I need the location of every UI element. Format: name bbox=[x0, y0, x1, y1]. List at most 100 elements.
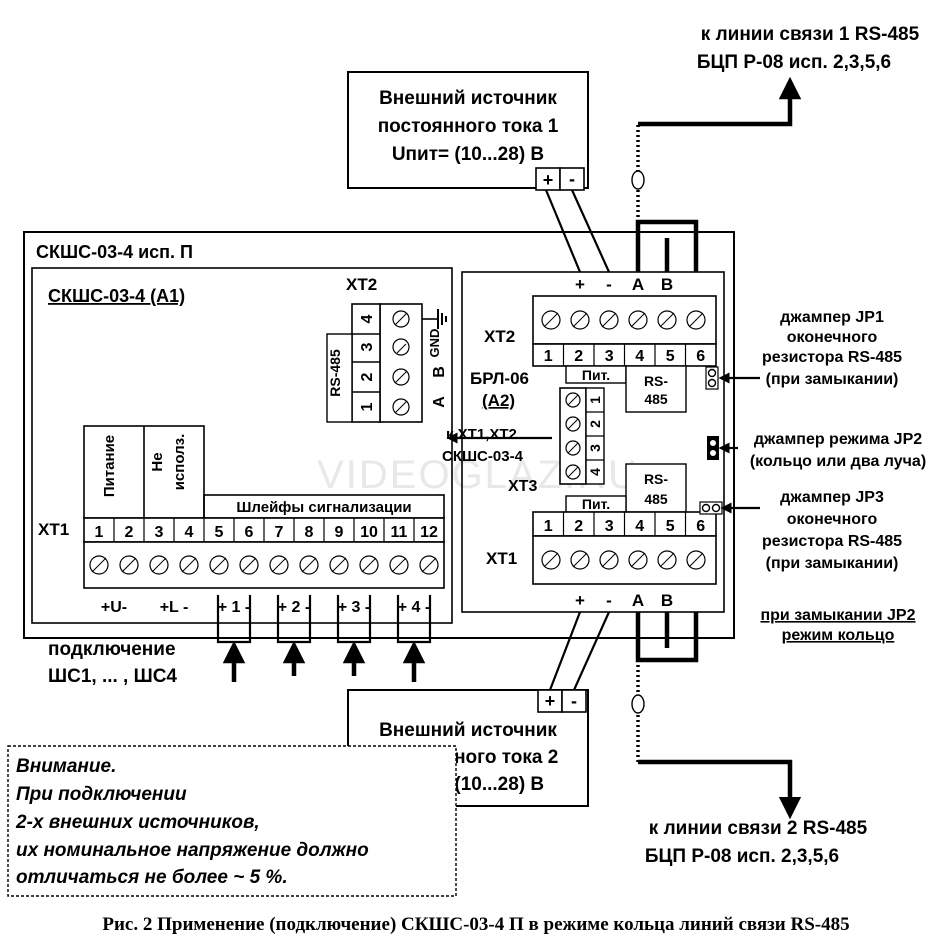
brl-xt1-pol-plus: + bbox=[575, 591, 585, 610]
a1-title: СКШС-03-4 (А1) bbox=[48, 286, 185, 306]
a1-xt2-screws bbox=[392, 310, 410, 416]
rs485-line1 bbox=[631, 76, 802, 272]
warning-l3: 2-х внешних источников, bbox=[15, 812, 260, 833]
jp2-l2: (кольцо или два луча) bbox=[750, 453, 926, 470]
brl-xt1-pol-b: B bbox=[661, 591, 673, 610]
jp2-note-l2: режим кольцо bbox=[782, 627, 895, 644]
psu1-plus: + bbox=[543, 170, 554, 190]
a1-xt1-num-2: 2 bbox=[125, 524, 134, 541]
psu2-l1: Внешний источник bbox=[379, 720, 557, 741]
jp1-l4: (при замыкании) bbox=[766, 371, 899, 388]
a1-xt1-bottom-pl: +L - bbox=[160, 599, 189, 616]
brl-xt1-rs2: 485 bbox=[644, 491, 668, 507]
brl-xt2-rs1: RS- bbox=[644, 373, 668, 389]
brl-xt1-screws bbox=[541, 550, 706, 570]
brl-xt1-num-4: 4 bbox=[635, 518, 644, 535]
jp3-l4: (при замыкании) bbox=[766, 555, 899, 572]
a1-xt1-num-1: 1 bbox=[95, 524, 104, 541]
psu1-l1: Внешний источник bbox=[379, 88, 557, 109]
a1-xt1-screws bbox=[89, 555, 439, 575]
a1-xt1-num-11: 11 bbox=[391, 524, 408, 541]
line2-l1: к линии связи 2 RS-485 bbox=[649, 818, 868, 839]
a1-xt1-shleify: Шлейфы сигнализации bbox=[236, 499, 411, 516]
brl-xt2-pol-b: B bbox=[661, 275, 673, 294]
jumper-jp3 bbox=[699, 501, 723, 515]
psu1-minus: - bbox=[569, 169, 575, 189]
jp2-note-l1: при замыкании JP2 bbox=[760, 607, 915, 624]
a1-module bbox=[31, 267, 453, 624]
a1-xt1-num-4: 4 bbox=[185, 524, 194, 541]
brl-xt1-num-5: 5 bbox=[666, 518, 675, 535]
jp3-l1: джампер JP3 bbox=[780, 489, 884, 506]
a1-xt1-block bbox=[83, 541, 445, 589]
a1-xt1-ne1: Не bbox=[149, 452, 166, 471]
warning-l1: Внимание. bbox=[16, 756, 116, 777]
a1-xt1-num-5: 5 bbox=[215, 524, 224, 541]
a1-xt1-num-3: 3 bbox=[155, 524, 164, 541]
a1-xt1-bottom-shs3: + 3 - bbox=[338, 599, 370, 616]
brl-xt1-num-6: 6 bbox=[696, 518, 705, 535]
warning-l5: отличаться не более ~ 5 %. bbox=[16, 867, 288, 888]
psu2-minus: - bbox=[571, 691, 577, 711]
brl-xt2-pit: Пит. bbox=[582, 367, 610, 383]
brl-to1: к XT1,XT2 bbox=[446, 426, 517, 443]
a1-xt1-num-10: 10 bbox=[360, 524, 378, 541]
a1-xt1-ne2: исполз. bbox=[171, 434, 188, 491]
brl-xt1-pol-minus: - bbox=[606, 591, 612, 610]
brl-xt2-num-4: 4 bbox=[635, 348, 644, 365]
brl-xt2-pol-plus: + bbox=[575, 275, 585, 294]
jp3-l2: оконечного bbox=[787, 511, 878, 528]
warning-l4: их номинальное напряжение должно bbox=[16, 840, 369, 861]
a1-xt2-rs485-box bbox=[326, 333, 353, 423]
a1-xt2-a: A bbox=[431, 396, 448, 408]
brl-xt3-label: XT3 bbox=[508, 478, 537, 495]
brl-module bbox=[461, 271, 725, 613]
jp1-l2: оконечного bbox=[787, 329, 878, 346]
a1-xt2-label: XT2 bbox=[346, 275, 377, 294]
brl-xt2-rs-box bbox=[625, 365, 687, 413]
brl-xt2-pol-a: A bbox=[632, 275, 644, 294]
warning-l2: При подключении bbox=[16, 784, 187, 805]
outer-title: СКШС-03-4 исп. П bbox=[36, 242, 193, 262]
a1-xt2-num-2: 2 bbox=[359, 372, 376, 381]
brl-sub: (А2) bbox=[482, 391, 515, 410]
a1-xt1-bottom-pu: +U- bbox=[101, 599, 127, 616]
brl-xt2-screws bbox=[541, 310, 706, 330]
brl-xt3-num-4: 4 bbox=[587, 468, 603, 476]
a1-xt1-bottom-shs2: + 2 - bbox=[278, 599, 310, 616]
psu1-l2: постоянного тока 1 bbox=[378, 116, 559, 137]
a1-xt1-num-8: 8 bbox=[305, 524, 314, 541]
brl-xt3-num-1: 1 bbox=[587, 396, 603, 404]
brl-xt3-screws bbox=[565, 392, 581, 480]
psu1-wires bbox=[544, 189, 611, 273]
jp1-l3: резистора RS-485 bbox=[762, 349, 902, 366]
brl-xt1-block bbox=[532, 535, 717, 585]
a1-xt2-b: B bbox=[431, 366, 448, 378]
a1-xt1-num-9: 9 bbox=[335, 524, 344, 541]
brl-xt1-rs1: RS- bbox=[644, 471, 668, 487]
brl-xt2-num-1: 1 bbox=[544, 348, 553, 365]
brl-xt2-label: XT2 bbox=[484, 327, 515, 346]
brl-xt2-num-6: 6 bbox=[696, 348, 705, 365]
brl-xt2-num-5: 5 bbox=[666, 348, 675, 365]
a1-xt1-bottom-shs1: + 1 - bbox=[218, 599, 250, 616]
brl-xt3-num-2: 2 bbox=[587, 420, 603, 428]
brl-xt1-label: XT1 bbox=[486, 549, 517, 568]
shs-label-1: подключение bbox=[48, 639, 176, 660]
a1-xt2-gnd: GND bbox=[427, 329, 442, 358]
brl-xt2-rs2: 485 bbox=[644, 391, 668, 407]
brl-xt1-num-2: 2 bbox=[574, 518, 583, 535]
jp1-l1: джампер JP1 bbox=[780, 309, 884, 326]
jp2-l1: джампер режима JP2 bbox=[754, 431, 922, 448]
line1-l1: к линии связи 1 RS-485 bbox=[701, 24, 920, 45]
line1-l2: БЦП Р-08 исп. 2,3,5,6 bbox=[697, 52, 891, 73]
a1-xt1-bottom-shs4: + 4 - bbox=[398, 599, 430, 616]
shs-label-2: ШС1, ... , ШС4 bbox=[48, 666, 177, 687]
jumper-jp1 bbox=[705, 366, 719, 390]
line2-l2: БЦП Р-08 исп. 2,3,5,6 bbox=[645, 846, 839, 867]
outer-enclosure bbox=[23, 231, 735, 639]
a1-xt1-pitanie: Питание bbox=[101, 435, 118, 497]
